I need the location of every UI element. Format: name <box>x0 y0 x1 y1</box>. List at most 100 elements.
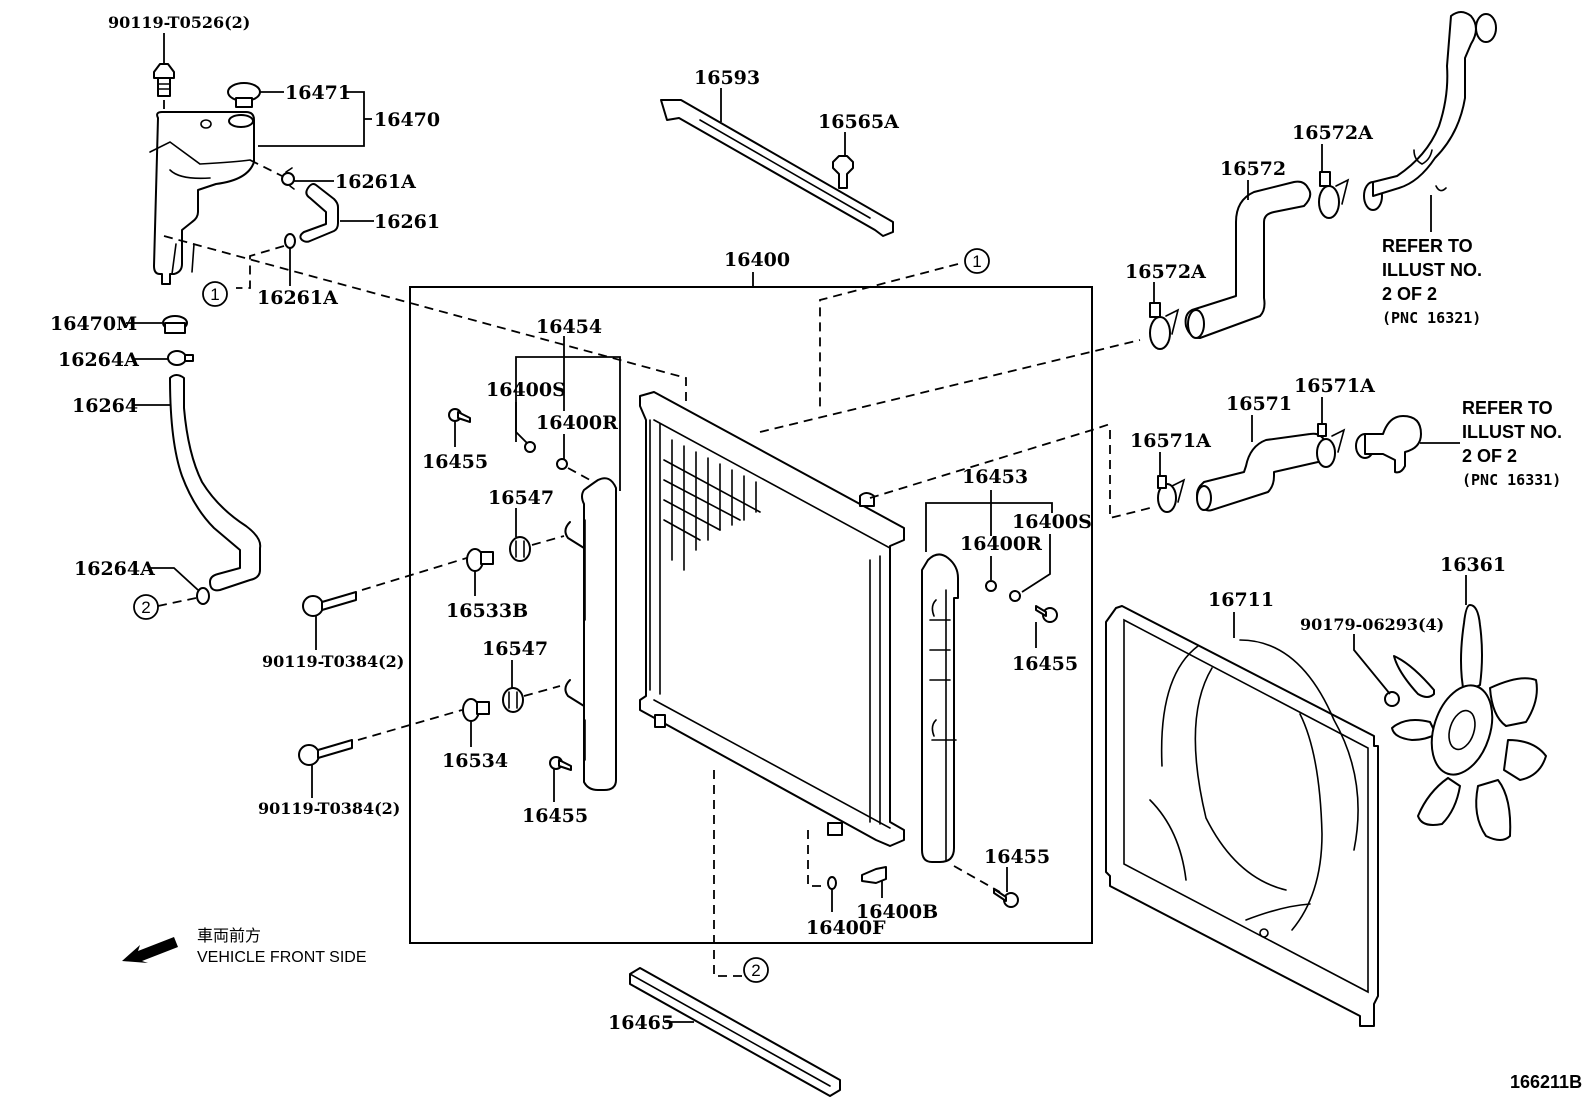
reservoir-cap-icon[interactable] <box>227 82 261 108</box>
hose-clamp-icon[interactable] <box>167 350 194 366</box>
water-inlet-icon[interactable] <box>1355 415 1422 474</box>
callout-2 <box>133 594 159 620</box>
nut-icon[interactable] <box>556 458 568 470</box>
label-16400s-right[interactable]: 16400S <box>1012 511 1092 533</box>
label-16264a-top[interactable]: 16264A <box>58 349 139 371</box>
label-16454[interactable]: 16454 <box>536 316 602 338</box>
radiator-core-icon[interactable] <box>639 391 905 847</box>
label-16400s-left[interactable]: 16400S <box>486 379 566 401</box>
label-16264a-bottom[interactable]: 16264A <box>74 558 155 580</box>
bolt-icon[interactable] <box>1035 605 1058 623</box>
lower-hose-icon[interactable] <box>1196 432 1328 512</box>
bolt-icon[interactable] <box>549 756 572 771</box>
label-16565a[interactable]: 16565A <box>818 111 899 133</box>
label-16400r-left[interactable]: 16400R <box>536 412 618 434</box>
grommet-icon[interactable] <box>162 315 188 334</box>
upper-hose-icon[interactable] <box>1184 180 1312 339</box>
bushing-icon[interactable] <box>509 536 531 562</box>
svg-text:REFER TO: REFER TO <box>1462 398 1553 418</box>
hose-clamp-icon[interactable] <box>281 167 295 190</box>
label-16571[interactable]: 16571 <box>1226 393 1292 415</box>
label-16455-a[interactable]: 16455 <box>422 451 488 473</box>
label-16470m[interactable]: 16470M <box>50 313 137 335</box>
side-bracket-icon[interactable] <box>921 553 959 863</box>
nut-icon[interactable] <box>524 441 536 453</box>
reservoir-tank-icon[interactable] <box>149 111 255 285</box>
cushion-icon[interactable] <box>466 548 494 572</box>
label-16261[interactable]: 16261 <box>374 211 440 233</box>
label-16261a-top[interactable]: 16261A <box>335 171 416 193</box>
nut-icon[interactable] <box>1384 691 1400 707</box>
bolt-icon[interactable] <box>993 888 1019 908</box>
bolt-icon[interactable] <box>302 591 357 617</box>
fan-shroud-icon[interactable] <box>1105 605 1379 1027</box>
bolt-icon[interactable] <box>153 63 175 97</box>
reservoir-group: 90119-T0526(2) 16471 16470 16261A <box>108 13 687 402</box>
overflow-hose-group: 16470M 16264A 16264 16264A 2 <box>50 313 262 620</box>
radiator-assembly-group: 16400 1 16454 <box>409 248 1141 983</box>
label-16455-c[interactable]: 16455 <box>1012 653 1078 675</box>
label-16453[interactable]: 16453 <box>962 466 1028 488</box>
label-16455-b[interactable]: 16455 <box>522 805 588 827</box>
hose-clamp-icon[interactable] <box>1149 302 1180 350</box>
label-16572a-top[interactable]: 16572A <box>1292 122 1373 144</box>
label-16534[interactable]: 16534 <box>442 750 508 772</box>
direction-note-en: VEHICLE FRONT SIDE <box>197 949 367 966</box>
cushion-icon[interactable] <box>462 698 490 722</box>
label-90179-06293[interactable]: 90179-06293(4) <box>1300 615 1444 634</box>
nut-icon[interactable] <box>985 580 997 592</box>
label-16465[interactable]: 16465 <box>608 1012 674 1034</box>
hose-clamp-icon[interactable] <box>1157 475 1186 513</box>
side-bracket-icon[interactable] <box>564 477 617 791</box>
label-16571a-left[interactable]: 16571A <box>1130 430 1211 452</box>
label-16533b[interactable]: 16533B <box>446 600 528 622</box>
label-16471[interactable]: 16471 <box>285 82 351 104</box>
o-ring-icon[interactable] <box>827 876 837 890</box>
label-16547-b[interactable]: 16547 <box>482 638 548 660</box>
label-16470[interactable]: 16470 <box>374 109 440 131</box>
overflow-hose-icon[interactable] <box>169 374 262 592</box>
hose-clamp-icon[interactable] <box>196 587 210 605</box>
svg-text:2 OF 2: 2 OF 2 <box>1462 446 1517 466</box>
label-16400r-right[interactable]: 16400R <box>960 533 1042 555</box>
hose-clamp-icon[interactable] <box>284 233 296 249</box>
svg-text:REFER TO: REFER TO <box>1382 236 1473 256</box>
drain-cock-icon[interactable] <box>861 866 887 884</box>
label-16547-a[interactable]: 16547 <box>488 487 554 509</box>
hose-16261-icon[interactable] <box>299 183 339 243</box>
label-16261a-bottom[interactable]: 16261A <box>257 287 338 309</box>
label-16264[interactable]: 16264 <box>72 395 138 417</box>
illustration-number: 166211B <box>1510 1072 1582 1092</box>
label-16571a-top[interactable]: 16571A <box>1294 375 1375 397</box>
label-16593[interactable]: 16593 <box>694 67 760 89</box>
arrow-left-down-icon <box>122 937 178 963</box>
vehicle-front-indicator: 車両前方 VEHICLE FRONT SIDE <box>122 927 367 966</box>
water-outlet-pipe-icon[interactable] <box>1363 11 1497 211</box>
nut-icon[interactable] <box>1009 590 1021 602</box>
svg-text:ILLUST NO.: ILLUST NO. <box>1382 260 1482 280</box>
hose-clamp-icon[interactable] <box>1316 423 1346 468</box>
support-seal-icon[interactable] <box>660 99 894 237</box>
bolt-icon[interactable] <box>298 739 353 766</box>
clip-icon[interactable] <box>832 155 854 189</box>
svg-text:(PNC 16331): (PNC 16331) <box>1462 471 1561 489</box>
bolt-icon[interactable] <box>448 408 471 423</box>
label-90119-t0384-b[interactable]: 90119-T0384(2) <box>258 799 400 818</box>
label-90119-t0526[interactable]: 90119-T0526(2) <box>108 13 250 32</box>
label-16400[interactable]: 16400 <box>724 249 790 271</box>
svg-text:ILLUST NO.: ILLUST NO. <box>1462 422 1562 442</box>
hose-clamp-icon[interactable] <box>1318 171 1350 219</box>
label-16711[interactable]: 16711 <box>1208 589 1274 611</box>
direction-note-jp: 車両前方 <box>197 927 261 945</box>
label-16361[interactable]: 16361 <box>1440 554 1506 576</box>
cooling-fan-icon[interactable] <box>1391 604 1547 841</box>
label-90119-t0384-a[interactable]: 90119-T0384(2) <box>262 652 404 671</box>
label-16572[interactable]: 16572 <box>1220 158 1286 180</box>
label-16400b[interactable]: 16400B <box>856 901 938 923</box>
label-16572a-left[interactable]: 16572A <box>1125 261 1206 283</box>
bushing-icon[interactable] <box>502 687 524 713</box>
label-16455-d[interactable]: 16455 <box>984 846 1050 868</box>
label-16400f[interactable]: 16400F <box>806 917 886 939</box>
callout-1-text: 1 <box>972 252 981 271</box>
